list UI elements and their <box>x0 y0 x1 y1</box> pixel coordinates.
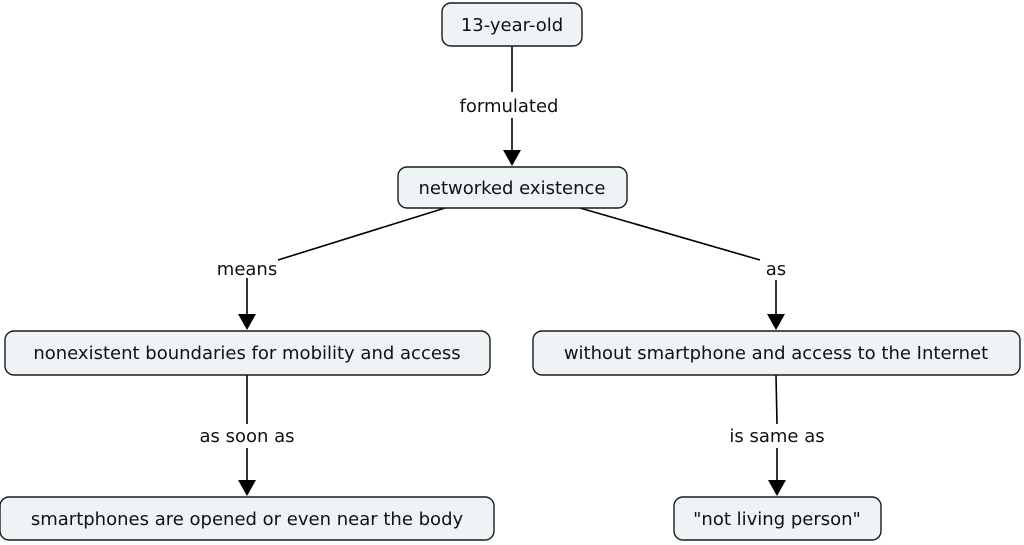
link-label-formulated: formulated <box>460 96 559 117</box>
node-without-smartphone: without smartphone and access to the Int… <box>532 330 1021 376</box>
link-label-is-same-as: is same as <box>729 426 824 447</box>
edge-networked-to-means <box>277 207 446 261</box>
arrowhead-smartphones <box>238 480 256 496</box>
arrowhead-notliving <box>768 480 786 496</box>
link-label-means: means <box>217 259 277 280</box>
arrowhead-boundaries <box>238 314 256 330</box>
edge-networked-to-as <box>579 207 761 261</box>
node-smartphones-opened: smartphones are opened or even near the … <box>0 496 495 541</box>
arrowhead-without <box>767 314 785 330</box>
node-label: without smartphone and access to the Int… <box>564 343 988 364</box>
node-label: "not living person" <box>693 509 861 530</box>
node-label: 13-year-old <box>461 15 563 36</box>
link-label-as-soon-as: as soon as <box>199 426 294 447</box>
node-not-living-person: "not living person" <box>673 496 882 541</box>
node-label: nonexistent boundaries for mobility and … <box>33 343 460 364</box>
node-nonexistent-boundaries: nonexistent boundaries for mobility and … <box>4 330 491 376</box>
link-label-as: as <box>766 259 786 280</box>
edge-without-to-issameas <box>775 374 778 425</box>
node-label: smartphones are opened or even near the … <box>31 509 464 530</box>
node-13-year-old: 13-year-old <box>441 2 583 47</box>
node-label: networked existence <box>419 178 606 199</box>
arrowhead-networked <box>503 150 521 166</box>
node-networked-existence: networked existence <box>397 166 628 209</box>
